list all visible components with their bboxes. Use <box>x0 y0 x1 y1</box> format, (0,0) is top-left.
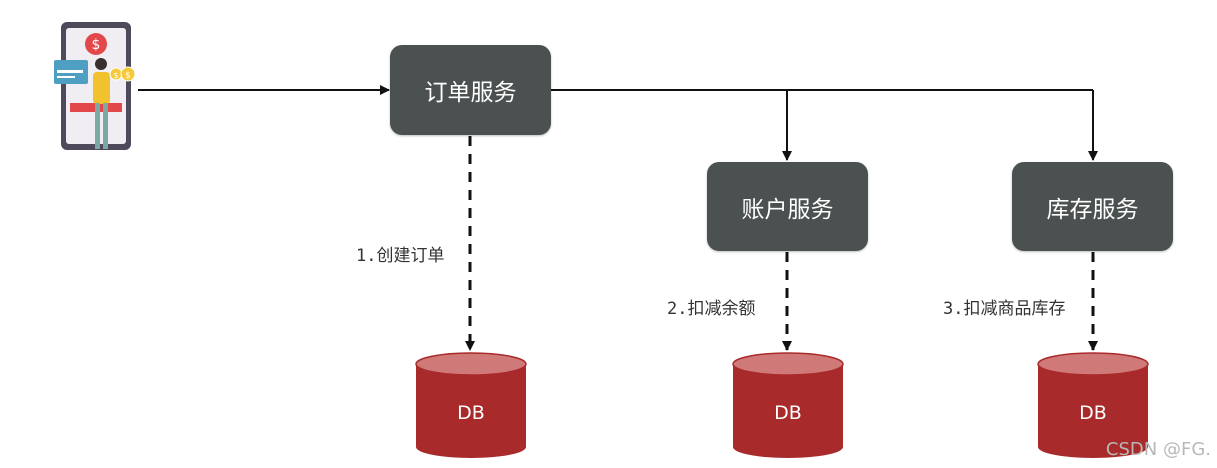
order-service-box: 订单服务 <box>390 45 551 135</box>
storage-service-box: 库存服务 <box>1012 162 1173 251</box>
db-cylinder-storage <box>1037 352 1149 458</box>
svg-text:$: $ <box>92 37 101 53</box>
step-2-label: 2.扣减余额 <box>667 299 756 319</box>
db-account-label: DB <box>774 402 802 424</box>
storage-service-label: 库存服务 <box>1046 196 1139 223</box>
db-cylinder-account <box>732 352 844 458</box>
step-3-label: 3.扣减商品库存 <box>943 299 1066 319</box>
account-service-box: 账户服务 <box>707 162 868 251</box>
step-1-label: 1.创建订单 <box>356 246 445 266</box>
order-service-label: 订单服务 <box>424 80 517 106</box>
svg-text:$: $ <box>125 71 131 81</box>
db-storage-label: DB <box>1079 402 1107 424</box>
db-cylinder-order <box>415 352 527 458</box>
db-order-label: DB <box>457 402 485 424</box>
mobile-payment-icon: $ $ $ <box>54 22 136 150</box>
account-service-label: 账户服务 <box>741 196 834 223</box>
svg-text:$: $ <box>113 71 118 80</box>
watermark: CSDN @FG. <box>1105 439 1211 460</box>
